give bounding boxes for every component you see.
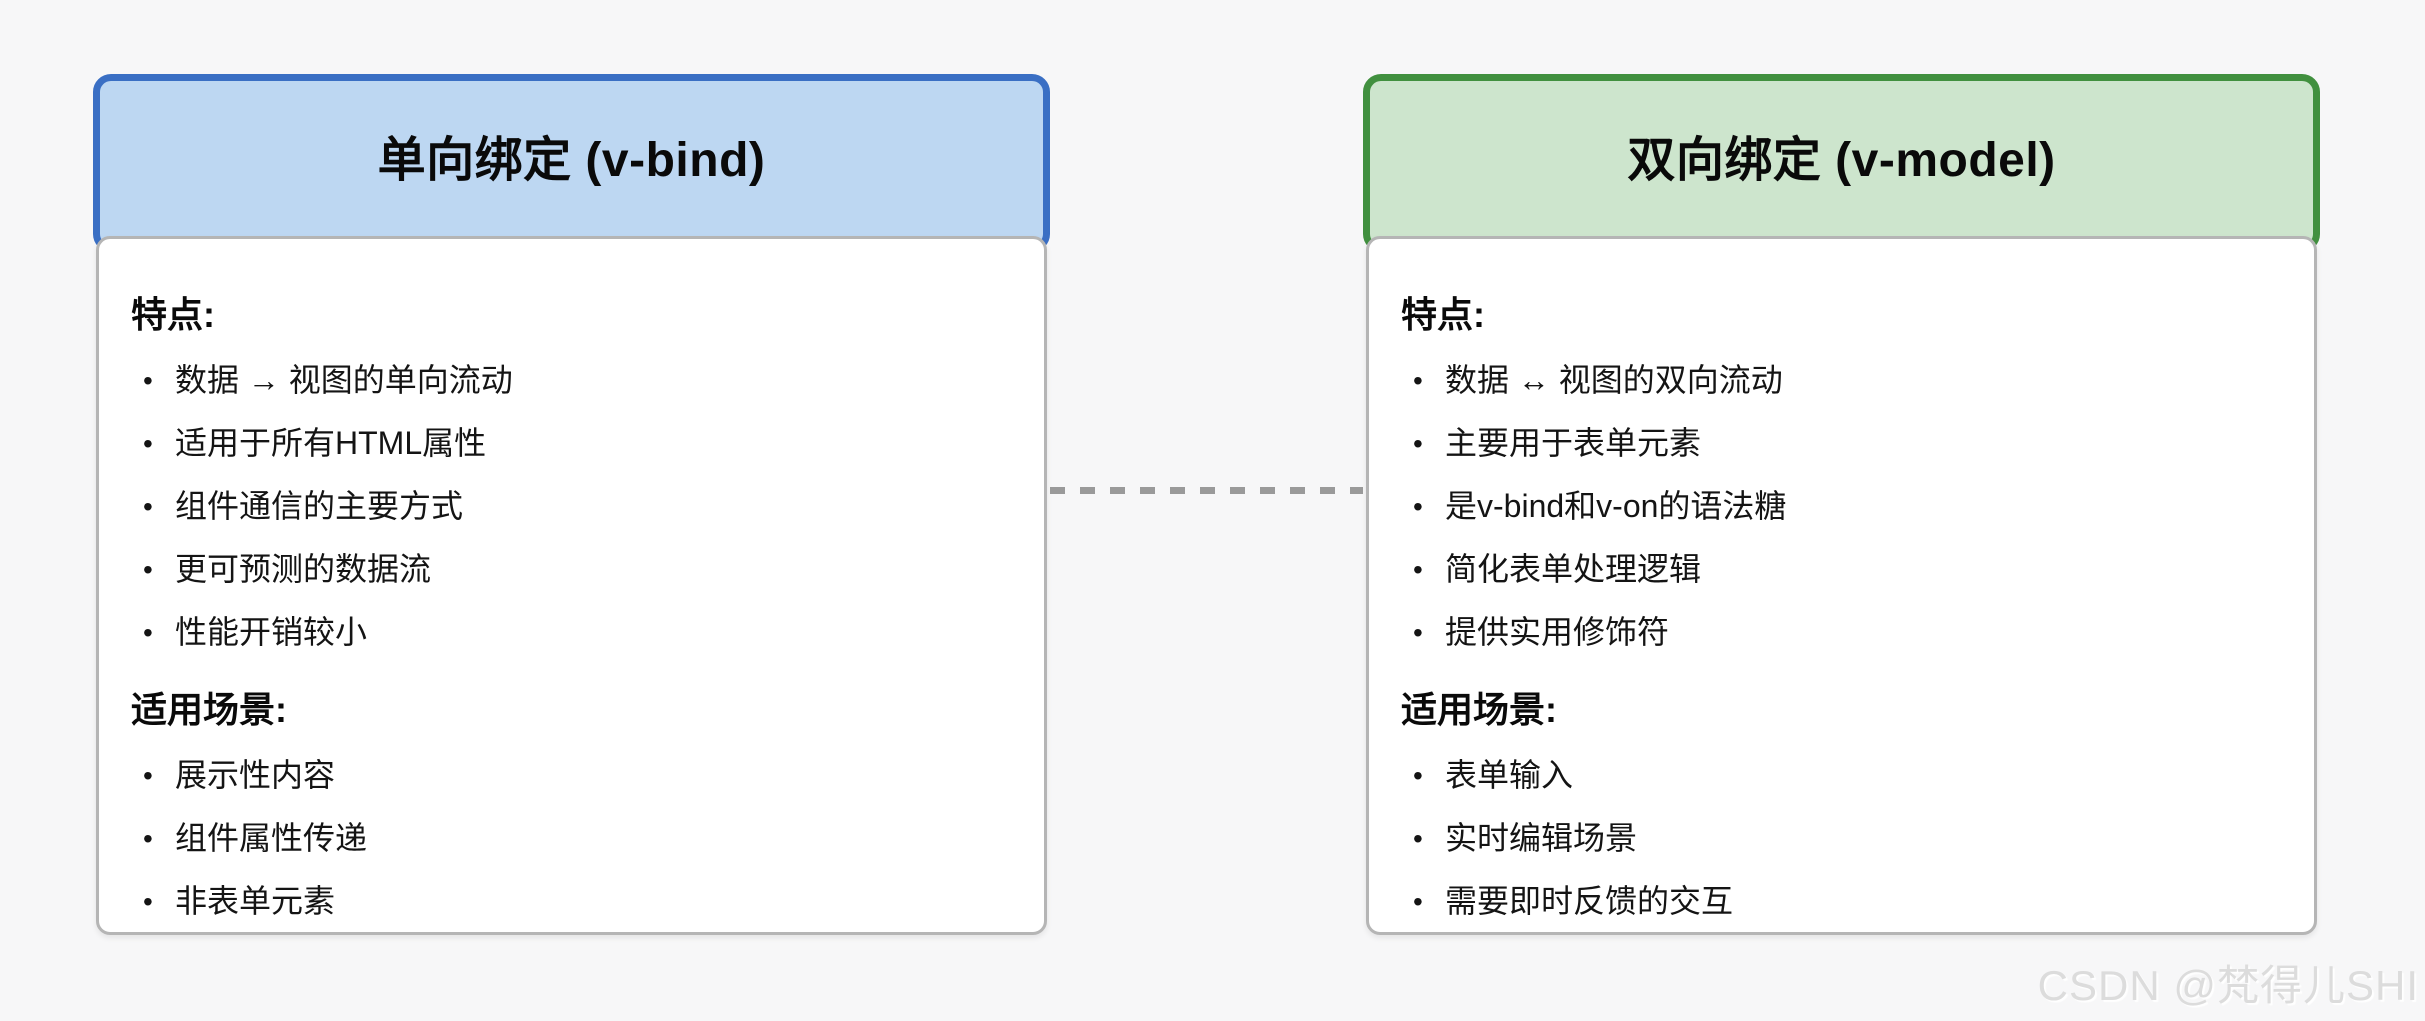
features-list: 数据 ↔ 视图的双向流动主要用于表单元素是v-bind和v-on的语法糖简化表单… [1401, 349, 2286, 664]
card-v-bind: 单向绑定 (v-bind) 特点: 数据 → 视图的单向流动适用于所有HTML属… [93, 74, 1050, 935]
card-v-bind-header: 单向绑定 (v-bind) [93, 74, 1050, 252]
list-item: 表单输入 [1413, 744, 2286, 807]
card-v-model-title: 双向绑定 (v-model) [1627, 134, 2056, 187]
card-v-bind-title: 单向绑定 (v-bind) [377, 134, 766, 187]
list-item: 实时编辑场景 [1413, 807, 2286, 870]
card-v-bind-body: 特点: 数据 → 视图的单向流动适用于所有HTML属性组件通信的主要方式更可预测… [96, 236, 1047, 935]
list-item: 数据 ↔ 视图的双向流动 [1413, 349, 2286, 412]
features-heading: 特点: [131, 294, 215, 335]
list-item: 展示性内容 [143, 744, 1016, 807]
list-item: 简化表单处理逻辑 [1413, 538, 2286, 601]
scenarios-heading: 适用场景: [1401, 689, 1557, 730]
scenarios-heading: 适用场景: [131, 689, 287, 730]
scenarios-list: 表单输入实时编辑场景需要即时反馈的交互 [1401, 744, 2286, 933]
list-item: 适用于所有HTML属性 [143, 412, 1016, 475]
connector-dashed-line [1050, 487, 1363, 494]
list-item: 组件属性传递 [143, 807, 1016, 870]
watermark: CSDN @梵得儿SHI [2037, 962, 2419, 1009]
list-item: 是v-bind和v-on的语法糖 [1413, 475, 2286, 538]
features-list: 数据 → 视图的单向流动适用于所有HTML属性组件通信的主要方式更可预测的数据流… [131, 349, 1016, 664]
list-item: 需要即时反馈的交互 [1413, 870, 2286, 933]
list-item: 非表单元素 [143, 870, 1016, 933]
card-v-model: 双向绑定 (v-model) 特点: 数据 ↔ 视图的双向流动主要用于表单元素是… [1363, 74, 2320, 935]
list-item: 主要用于表单元素 [1413, 412, 2286, 475]
list-item: 组件通信的主要方式 [143, 475, 1016, 538]
list-item: 更可预测的数据流 [143, 538, 1016, 601]
list-item: 数据 → 视图的单向流动 [143, 349, 1016, 412]
list-item: 提供实用修饰符 [1413, 601, 2286, 664]
card-v-model-body: 特点: 数据 ↔ 视图的双向流动主要用于表单元素是v-bind和v-on的语法糖… [1366, 236, 2317, 935]
scenarios-list: 展示性内容组件属性传递非表单元素 [131, 744, 1016, 933]
list-item: 性能开销较小 [143, 601, 1016, 664]
features-heading: 特点: [1401, 294, 1485, 335]
card-v-model-header: 双向绑定 (v-model) [1363, 74, 2320, 252]
